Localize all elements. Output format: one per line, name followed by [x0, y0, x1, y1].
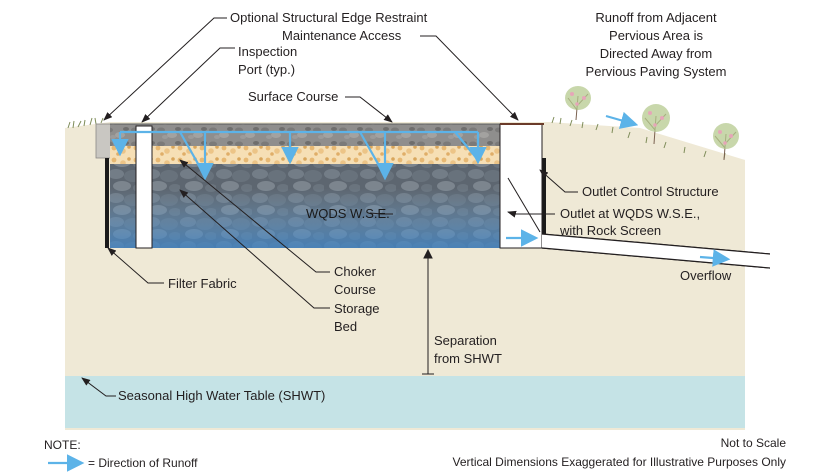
runoff-adjacent-label-4: Pervious Paving System [586, 64, 727, 79]
separation-label-2: from SHWT [434, 351, 502, 366]
runoff-adjacent-label-1: Runoff from Adjacent [595, 10, 717, 25]
shrub-2 [642, 104, 670, 145]
vertical-exaggeration-label: Vertical Dimensions Exaggerated for Illu… [453, 455, 787, 469]
overflow-flow-arrow [699, 249, 731, 267]
surface-course-layer [110, 124, 502, 146]
adjacent-runoff-arrow [605, 111, 639, 129]
surface-course-label: Surface Course [248, 89, 338, 104]
inspection-port-label-2: Port (typ.) [238, 62, 295, 77]
not-to-scale-label: Not to Scale [721, 436, 787, 450]
shrub-3 [713, 123, 739, 161]
runoff-adjacent-label-2: Pervious Area is [609, 28, 703, 43]
shrub-1 [565, 86, 591, 121]
separation-dimension [422, 248, 434, 375]
inspection-port[interactable] [135, 125, 153, 249]
wqds-wse-label: WQDS W.S.E. [306, 206, 390, 221]
separation-label-1: Separation [434, 333, 497, 348]
runoff-legend-label: = Direction of Runoff [88, 456, 198, 470]
filter-fabric-label: Filter Fabric [168, 276, 237, 291]
shwt-label: Seasonal High Water Table (SHWT) [118, 388, 325, 403]
outlet-wqds-label-2: with Rock Screen [559, 223, 661, 238]
choker-course-label-1: Choker [334, 264, 377, 279]
outlet-control-structure[interactable] [499, 123, 543, 249]
runoff-flow-arrows [111, 130, 487, 181]
edge-restraint-label: Optional Structural Edge Restraint [230, 10, 428, 25]
edge-restraint-block [95, 123, 113, 159]
storage-water-overlay [110, 188, 502, 248]
note-title: NOTE: [44, 438, 81, 452]
grass-edge-right [551, 116, 726, 160]
inspection-port-label-1: Inspection [238, 44, 297, 59]
choker-course-layer [110, 146, 502, 164]
storage-bed-label-2: Bed [334, 319, 357, 334]
outlet-wqds-label-1: Outlet at WQDS W.S.E., [560, 206, 700, 221]
grass-edge-left [67, 117, 104, 129]
seasonal-high-water-table [65, 376, 745, 428]
storage-bed-label-1: Storage [334, 301, 380, 316]
outlet-control-label: Outlet Control Structure [582, 184, 719, 199]
filter-fabric-left [105, 158, 109, 248]
choker-course-label-2: Course [334, 282, 376, 297]
overflow-label: Overflow [680, 268, 732, 283]
runoff-adjacent-label-3: Directed Away from [600, 46, 712, 61]
filter-fabric-right [542, 158, 546, 238]
maintenance-access-label: Maintenance Access [282, 28, 402, 43]
